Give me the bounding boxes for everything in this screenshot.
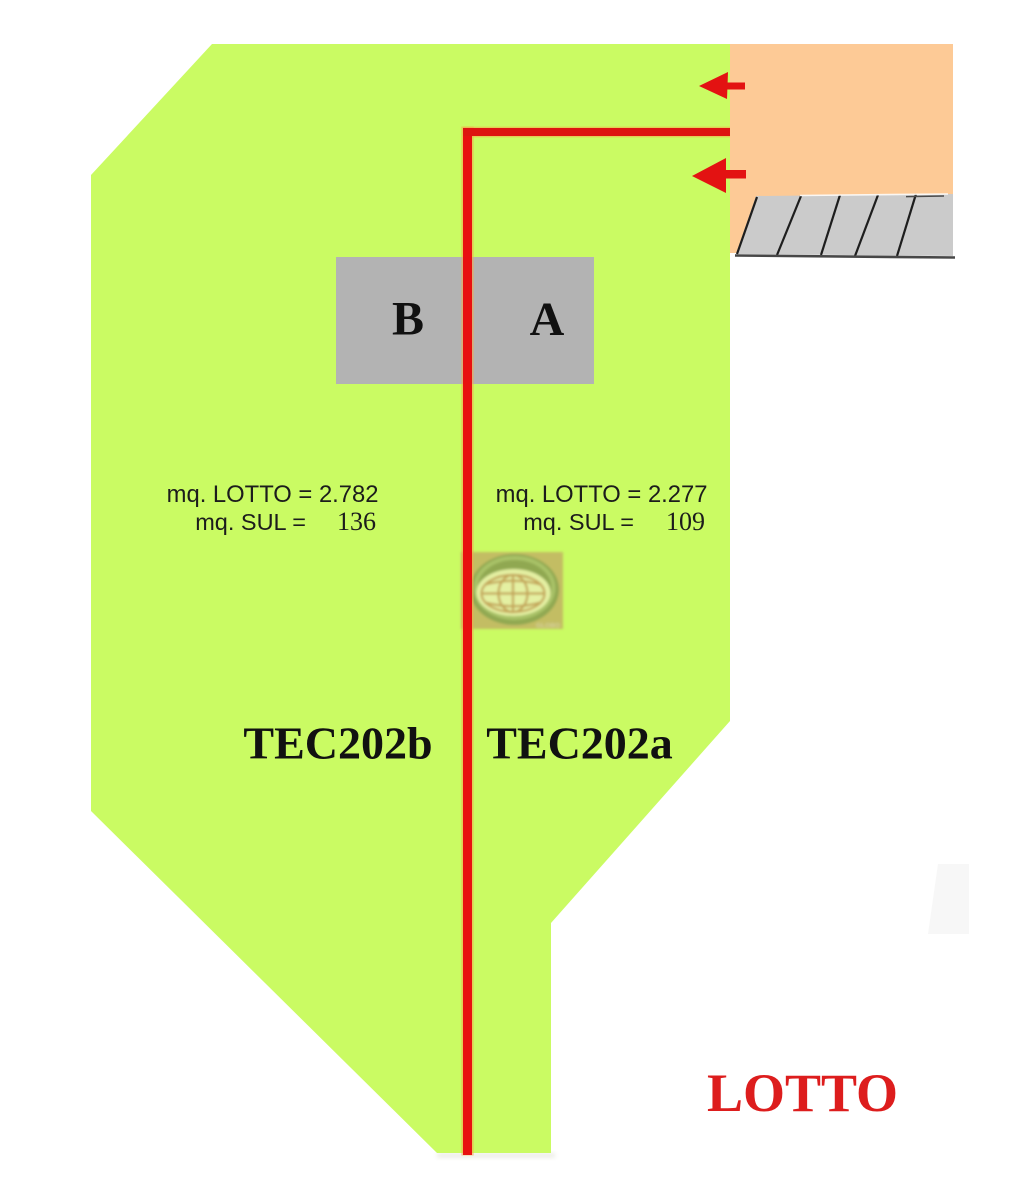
svg-text:mq. SUL =: mq. SUL = — [523, 509, 634, 535]
svg-text:B: B — [392, 293, 424, 346]
svg-text:136: 136 — [337, 507, 376, 536]
svg-text:LOTTO: LOTTO — [707, 1063, 898, 1123]
svg-text:GLOBO: GLOBO — [536, 623, 560, 630]
svg-text:mq. LOTTO = 2.782: mq. LOTTO = 2.782 — [167, 481, 379, 508]
svg-text:mq. LOTTO = 2.277: mq. LOTTO = 2.277 — [496, 481, 708, 508]
svg-text:TEC202a: TEC202a — [486, 718, 673, 769]
svg-text:A: A — [530, 293, 565, 346]
svg-text:109: 109 — [666, 507, 705, 536]
svg-text:TEC202b: TEC202b — [243, 718, 432, 769]
svg-text:mq. SUL =: mq. SUL = — [195, 509, 306, 535]
